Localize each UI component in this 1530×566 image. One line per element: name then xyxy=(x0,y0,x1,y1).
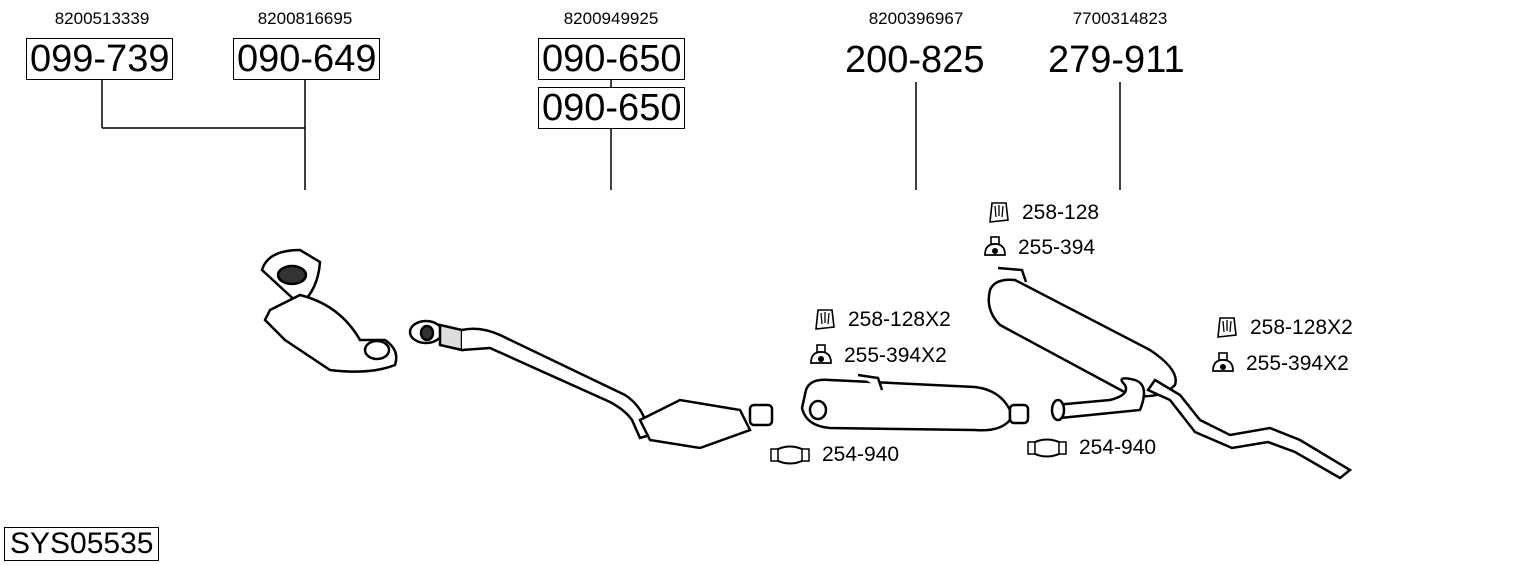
oe-number: 8200513339 xyxy=(54,9,150,28)
clamp-bracket-icon xyxy=(812,307,838,333)
accessory-item[interactable]: 255-394X2 xyxy=(1210,351,1349,377)
accessory-item[interactable]: 254-940 xyxy=(768,442,899,468)
oe-number: 7700314823 xyxy=(1072,9,1168,28)
centre-silencer-drawing xyxy=(800,373,1030,432)
accessory-item[interactable]: 254-940 xyxy=(1025,435,1156,461)
accessory-item[interactable]: 255-394X2 xyxy=(808,343,947,369)
accessory-item[interactable]: 258-128 xyxy=(986,200,1099,226)
pipe-clamp-icon xyxy=(768,442,812,468)
system-code: SYS05535 xyxy=(4,527,160,561)
part-number-box[interactable]: 090-650 xyxy=(538,38,686,80)
accessory-item[interactable]: 258-128X2 xyxy=(812,307,951,333)
oe-number: 8200949925 xyxy=(563,9,659,28)
rubber-hanger-icon xyxy=(808,343,834,369)
part-number-box[interactable]: 099-739 xyxy=(26,38,174,80)
oe-number: 8200816695 xyxy=(257,9,353,28)
pipe-clamp-icon xyxy=(1025,435,1069,461)
rubber-hanger-icon xyxy=(1210,351,1236,377)
accessory-item[interactable]: 258-128X2 xyxy=(1214,315,1353,341)
rubber-hanger-icon xyxy=(982,235,1008,261)
part-number-box[interactable]: 090-650 xyxy=(538,87,686,129)
clamp-bracket-icon xyxy=(986,200,1012,226)
front-pipe-drawing xyxy=(408,319,774,450)
rear-silencer-drawing xyxy=(987,266,1353,480)
part-number-box[interactable]: 090-649 xyxy=(233,38,381,80)
manifold-catalyst-drawing xyxy=(260,248,398,373)
part-number[interactable]: 200-825 xyxy=(845,39,985,81)
part-number[interactable]: 279-911 xyxy=(1048,39,1185,81)
accessory-item[interactable]: 255-394 xyxy=(982,235,1095,261)
clamp-bracket-icon xyxy=(1214,315,1240,341)
oe-number: 8200396967 xyxy=(868,9,964,28)
